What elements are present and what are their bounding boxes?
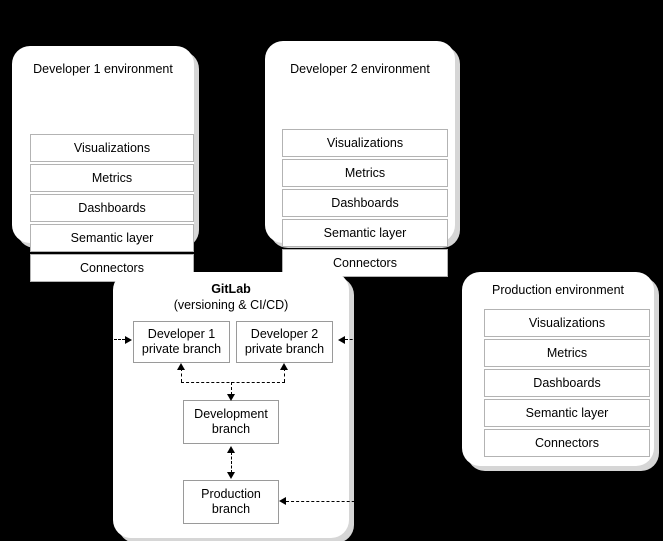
panel-gitlab[interactable]: GitLab (versioning & CI/CD) Developer 1 … <box>113 272 349 538</box>
panel-title-production: Production environment <box>491 283 625 297</box>
box-developer-2-private-branch[interactable]: Developer 2 private branch <box>236 321 333 363</box>
arrow-right-into-dev1-branch <box>125 335 132 344</box>
arrow-left-into-production-branch <box>279 497 286 505</box>
box-production-branch[interactable]: Production branch <box>183 480 279 524</box>
arrow-left-into-dev2-branch <box>338 335 345 344</box>
row-metrics-dev1[interactable]: Metrics <box>30 164 194 192</box>
gitlab-subtitle: (versioning & CI/CD) <box>173 298 289 312</box>
arrow-down-to-development-branch <box>226 394 235 401</box>
panel-title-developer-2: Developer 2 environment <box>290 62 430 76</box>
connector-branch-bus <box>181 382 285 383</box>
connector-dev1-env-to-branch <box>110 339 125 340</box>
development-branch-line2: branch <box>211 422 251 436</box>
dev1-branch-line2: private branch <box>141 342 222 356</box>
dev1-branch-line1: Developer 1 <box>147 327 216 341</box>
row-dashboards-prod[interactable]: Dashboards <box>484 369 650 397</box>
row-metrics-prod[interactable]: Metrics <box>484 339 650 367</box>
production-branch-line1: Production <box>201 487 261 501</box>
row-metrics-dev2[interactable]: Metrics <box>282 159 448 187</box>
box-developer-1-private-branch[interactable]: Developer 1 private branch <box>133 321 230 363</box>
production-branch-line2: branch <box>211 502 251 516</box>
row-dashboards-dev2[interactable]: Dashboards <box>282 189 448 217</box>
connector-production-env-to-branch <box>286 500 466 502</box>
row-visualizations-prod[interactable]: Visualizations <box>484 309 650 337</box>
arrow-up-to-development-branch <box>226 446 235 453</box>
arrow-up-to-dev1-branch <box>176 363 185 370</box>
row-semantic-layer-dev2[interactable]: Semantic layer <box>282 219 448 247</box>
connector-bus-to-development <box>231 382 232 395</box>
dev2-branch-line2: private branch <box>244 342 325 356</box>
development-branch-line1: Development <box>194 407 268 421</box>
connector-dev1-env-origin-tick <box>104 339 108 341</box>
arrow-up-to-dev2-branch <box>279 363 288 370</box>
connector-bus-to-dev1 <box>181 368 182 382</box>
row-connectors-prod[interactable]: Connectors <box>484 429 650 457</box>
dev2-branch-line1: Developer 2 <box>250 327 319 341</box>
arrow-down-to-production-branch <box>226 472 235 479</box>
row-connectors-dev1[interactable]: Connectors <box>30 254 194 282</box>
panel-developer-2-environment[interactable]: Developer 2 environment Visualizations M… <box>265 41 455 277</box>
row-semantic-layer-dev1[interactable]: Semantic layer <box>30 224 194 252</box>
row-semantic-layer-prod[interactable]: Semantic layer <box>484 399 650 427</box>
connector-dev2-env-to-branch <box>345 339 362 340</box>
connector-development-production <box>231 452 232 473</box>
panel-production-environment[interactable]: Production environment Visualizations Me… <box>462 272 654 466</box>
box-development-branch[interactable]: Development branch <box>183 400 279 444</box>
row-dashboards-dev1[interactable]: Dashboards <box>30 194 194 222</box>
row-visualizations-dev2[interactable]: Visualizations <box>282 129 448 157</box>
gitlab-title: GitLab <box>211 282 251 296</box>
panel-title-developer-1: Developer 1 environment <box>33 62 173 76</box>
row-visualizations-dev1[interactable]: Visualizations <box>30 134 194 162</box>
panel-developer-1-environment[interactable]: Developer 1 environment Visualizations M… <box>12 46 194 282</box>
connector-bus-to-dev2 <box>284 368 285 382</box>
